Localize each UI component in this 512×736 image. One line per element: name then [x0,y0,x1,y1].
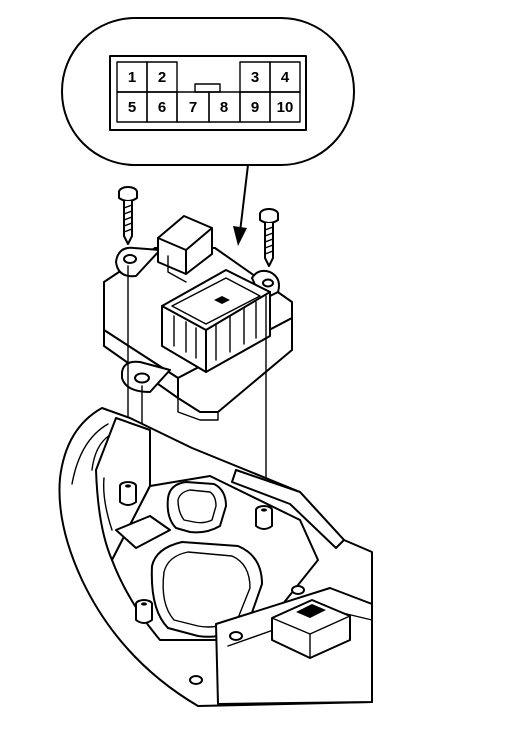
switch-module [103,215,293,421]
pin-label: 10 [277,99,294,116]
pin-label: 4 [281,69,290,86]
pin-label: 1 [128,69,136,86]
indicator-slot [166,481,227,534]
trim-switch [271,599,351,659]
pin-label: 2 [158,69,166,86]
screw-left [118,186,138,245]
console-panel [58,407,373,707]
connector-face [109,55,307,131]
pin-label: 8 [220,99,228,116]
pin-label: 9 [251,99,259,116]
boss-right [255,505,273,530]
boss-left [119,481,137,506]
callout-bubble [61,17,355,166]
connector-key-tab [194,83,221,93]
connector-callout: 1 2 3 4 5 6 7 8 9 10 [61,17,355,166]
pin-label: 5 [128,99,136,116]
screw-right [259,208,279,267]
connector-socket [161,269,271,373]
switch-knob [157,215,213,275]
switch-recess [115,515,171,549]
callout-arrow [233,164,249,246]
pin-label: 7 [189,99,197,116]
pin-label: 3 [251,69,259,86]
boss-front [135,599,153,624]
pin-cell-10 [269,91,301,123]
pin-grid: 1 2 3 4 5 6 7 8 9 10 [116,61,301,123]
pin-label: 6 [158,99,166,116]
